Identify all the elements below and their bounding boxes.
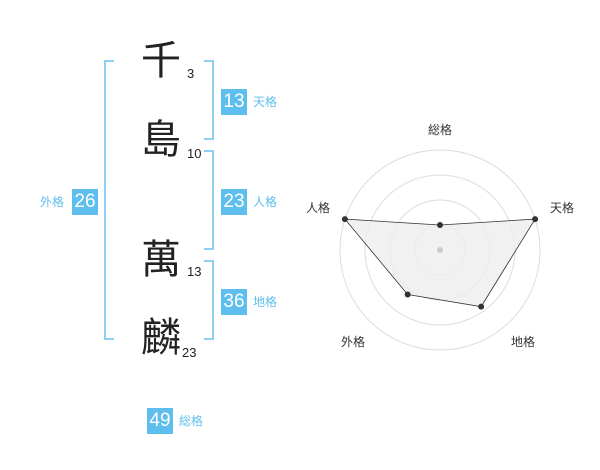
radar-center-dot [437,247,443,253]
radar-point-3 [404,291,411,298]
name-char-3: 萬 [141,237,181,283]
name-char-2: 島 [141,117,181,163]
jinkaku-bracket [204,150,214,250]
radar-axis-label-jinkaku: 人格 [306,200,330,215]
chikaku-bracket [204,260,214,340]
radar-point-0 [437,222,443,228]
stroke-count-3: 13 [187,264,202,279]
tenkaku-bracket [204,60,214,140]
radar-axis-label-chikaku: 地格 [511,334,535,349]
gaikaku-value: 26 [72,189,98,215]
soukaku-value: 49 [147,408,173,434]
tenkaku-label: 天格 [253,95,278,109]
jinkaku-value: 23 [221,189,247,215]
radar-axis-label-tenkaku: 天格 [550,200,574,215]
radar-point-4 [341,216,348,223]
radar-axis-label-gaikaku: 外格 [341,334,365,349]
name-char-4: 麟 [141,315,181,361]
stroke-count-1: 3 [187,66,195,81]
radar-point-1 [532,216,539,223]
radar-point-2 [478,303,485,310]
stroke-count-4: 23 [182,345,197,360]
gaikaku-label: 外格 [40,195,65,209]
fortune-radar-chart: 総格 天格 地格 外格 人格 [306,122,574,351]
tenkaku-value: 13 [221,89,247,115]
chikaku-label: 地格 [253,295,278,309]
radar-axis-label-soukaku: 総格 [428,122,452,137]
radar-series-area [343,218,536,308]
jinkaku-label: 人格 [253,195,278,209]
chikaku-value: 36 [221,289,247,315]
stroke-count-2: 10 [187,146,202,161]
name-char-1: 千 [141,38,181,84]
radar-grid-ring [339,149,541,351]
gaikaku-bracket [104,60,114,340]
soukaku-label: 総格 [179,414,204,428]
